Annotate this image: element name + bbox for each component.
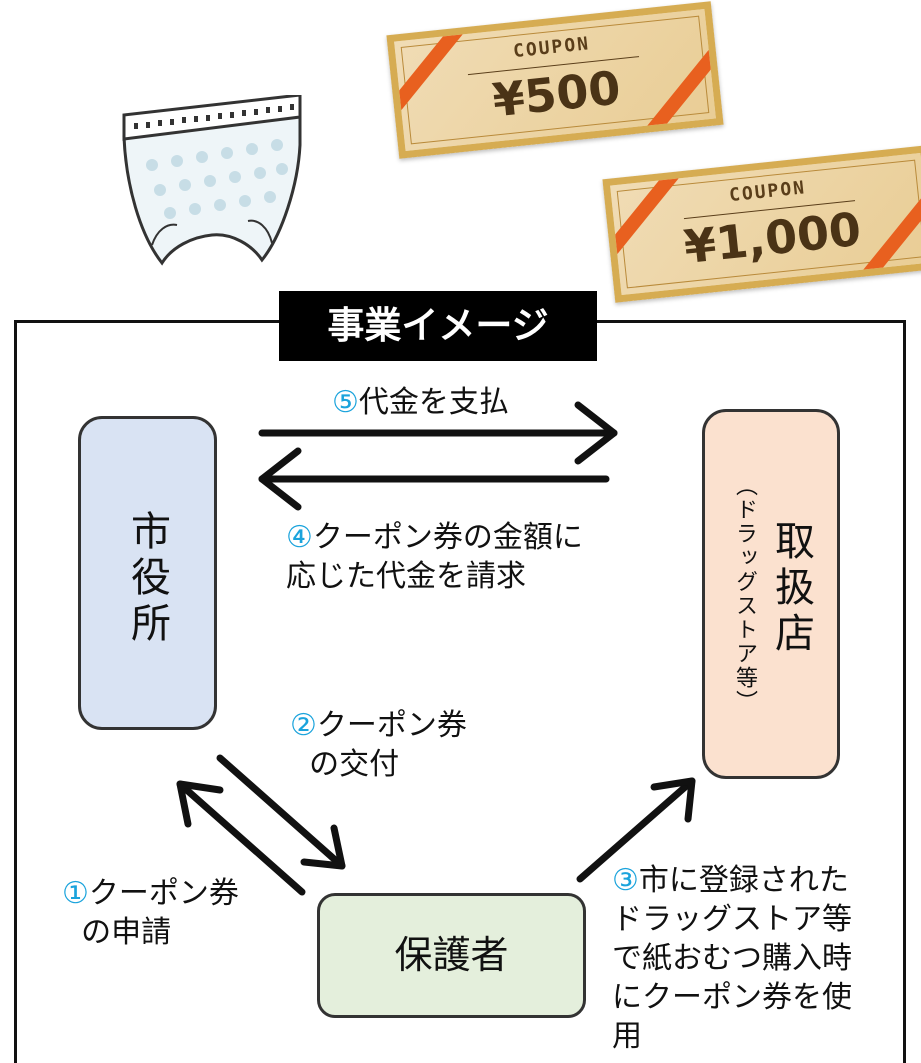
store-sublabel: （ドラッグストア等） — [732, 474, 757, 714]
diagram-title: 事業イメージ — [279, 291, 597, 361]
step-number: ⑤ — [332, 385, 359, 420]
step-5-label: ⑤代金を支払 — [332, 383, 509, 422]
step-text: 代金を支払 — [358, 385, 509, 420]
step-text: クーポン券 の申請 — [81, 876, 239, 950]
step-1-label: ①クーポン券 の申請 — [62, 874, 239, 952]
store-label: 取扱店 — [768, 520, 814, 658]
guardian-label: 保護者 — [394, 933, 509, 977]
city-hall-label: 市役所 — [124, 510, 170, 648]
step-3-label: ③市に登録された ドラッグストア等 で紙おむつ購入時 にクーポン券を使 用 — [612, 861, 852, 1056]
step-2-label: ②クーポン券 の交付 — [290, 706, 467, 784]
step-number: ④ — [286, 520, 313, 555]
diaper-icon — [122, 95, 302, 266]
coupon-1000: COUPON ¥1,000 — [602, 145, 921, 303]
step-number: ② — [290, 708, 317, 743]
store-node — [702, 409, 840, 779]
guardian-node — [317, 893, 586, 1018]
step-text: クーポン券 の交付 — [309, 708, 467, 782]
city-hall-node — [78, 416, 217, 730]
step-number: ① — [62, 876, 89, 911]
step-text: 市に登録された ドラッグストア等 で紙おむつ購入時 にクーポン券を使 用 — [612, 863, 852, 1054]
step-text: クーポン券の金額に 応じた代金を請求 — [286, 520, 583, 594]
step-number: ③ — [612, 863, 639, 898]
step-4-label: ④クーポン券の金額に 応じた代金を請求 — [286, 518, 583, 596]
coupon-500: COUPON ¥500 — [386, 1, 724, 159]
